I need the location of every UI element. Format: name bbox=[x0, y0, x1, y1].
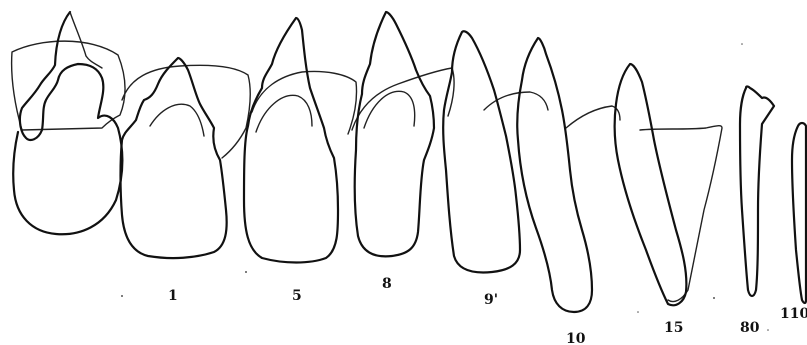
specimen-110-tooth-outline bbox=[792, 123, 806, 303]
specimen-1-inner-cusp bbox=[70, 12, 102, 68]
specimen-label-110: 110 bbox=[780, 306, 807, 322]
specimen-15-back-outline bbox=[640, 126, 722, 302]
scan-speck bbox=[741, 43, 743, 45]
specimen-label-15: 15 bbox=[664, 320, 683, 336]
scan-speck bbox=[245, 271, 247, 273]
specimen-110-outlines bbox=[792, 123, 806, 303]
specimen-5-outlines bbox=[244, 18, 357, 263]
specimen-1b-tooth-outline bbox=[121, 58, 227, 258]
scan-speck bbox=[713, 297, 715, 299]
specimen-9-back-outline bbox=[484, 92, 548, 110]
scan-speck bbox=[767, 329, 769, 331]
specimen-9-outlines bbox=[443, 31, 548, 272]
specimen-1b-back-outline bbox=[122, 65, 250, 158]
specimen-label-1: 1 bbox=[168, 288, 178, 304]
specimen-15-outlines bbox=[615, 64, 722, 305]
specimen-1-outlines bbox=[12, 12, 125, 234]
specimen-8-tooth-outline bbox=[355, 12, 434, 256]
specimen-1b-outlines bbox=[121, 58, 251, 258]
specimen-label-80: 80 bbox=[740, 320, 760, 336]
specimen-8-inner-line bbox=[364, 91, 415, 128]
specimen-5-back-outline bbox=[252, 71, 357, 134]
specimen-10-back-outline bbox=[566, 106, 620, 128]
scan-speck bbox=[637, 311, 639, 313]
specimen-5-inner-line bbox=[256, 95, 312, 132]
specimen-80-tooth-outline bbox=[740, 87, 774, 297]
specimen-8-outlines bbox=[352, 12, 454, 256]
specimen-label-8: 8 bbox=[382, 276, 392, 292]
specimen-10-outlines bbox=[517, 38, 620, 312]
specimen-10-tooth-outline bbox=[517, 38, 592, 312]
specimen-5-tooth-outline bbox=[244, 18, 338, 263]
specimen-80-outlines bbox=[740, 87, 774, 297]
specimen-label-5: 5 bbox=[292, 288, 302, 304]
specimen-9-tooth-outline bbox=[443, 31, 520, 272]
scan-speck bbox=[121, 295, 123, 297]
specimen-label-9: 9' bbox=[484, 292, 498, 308]
specimen-label-10: 10 bbox=[566, 331, 586, 345]
specimen-15-tooth-outline bbox=[615, 64, 687, 305]
specimen-1b-inner-line bbox=[150, 104, 204, 136]
